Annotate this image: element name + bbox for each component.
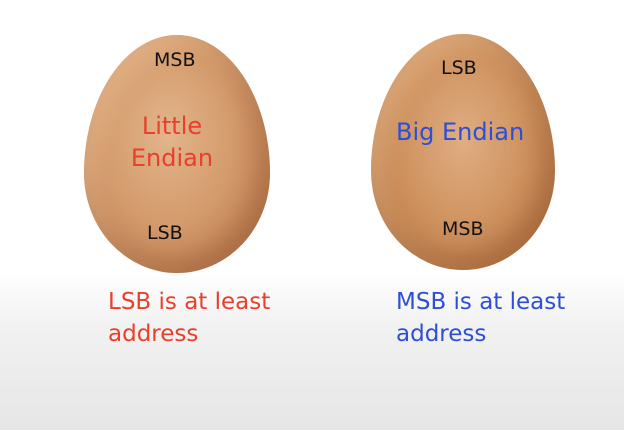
little-endian-title-line2: Endian (130, 144, 214, 172)
little-endian-egg (84, 35, 270, 273)
little-endian-top-label: MSB (154, 49, 196, 71)
big-endian-title: Big Endian (396, 118, 525, 146)
big-endian-caption: MSB is at least address (396, 286, 565, 350)
big-endian-caption-line2: address (396, 321, 487, 347)
big-endian-egg (371, 34, 555, 270)
big-endian-bottom-label: MSB (442, 218, 484, 240)
little-endian-caption: LSB is at least address (108, 286, 270, 350)
little-endian-caption-line2: address (108, 321, 199, 347)
little-endian-bottom-label: LSB (147, 222, 183, 244)
big-endian-caption-line1: MSB is at least (396, 289, 566, 315)
little-endian-title: Little Endian (120, 110, 224, 174)
little-endian-title-line1: Little (141, 112, 203, 140)
big-endian-top-label: LSB (441, 57, 477, 79)
little-endian-caption-line1: LSB is at least (108, 289, 271, 315)
